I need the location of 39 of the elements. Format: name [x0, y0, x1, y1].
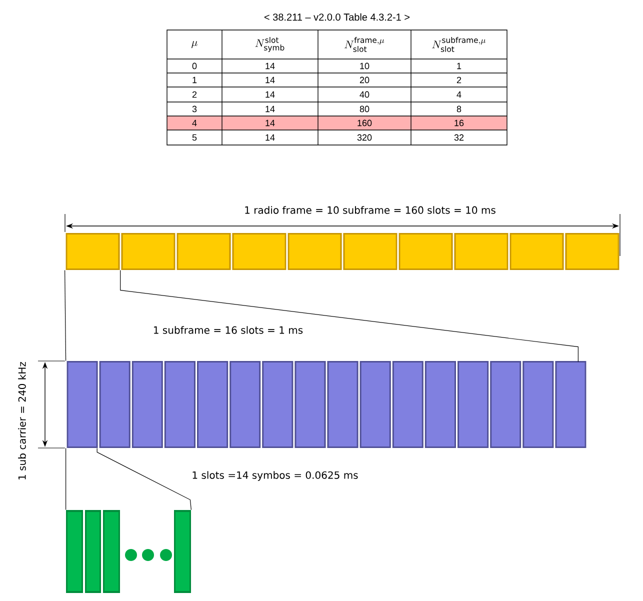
table-cell: 40: [360, 91, 370, 98]
table-cell: 80: [360, 106, 370, 112]
table-cell: 320: [357, 134, 372, 141]
column-header: $\mu$: [192, 40, 198, 48]
zoom-line: [120, 270, 578, 362]
table-cell: 14: [266, 91, 275, 98]
column-header: $N^{\mathrm{slot}}_{\mathrm{symb}}$: [255, 37, 284, 52]
table-cell: 20: [360, 76, 370, 84]
table-cell: 1: [457, 62, 462, 70]
table-cell: 3: [192, 106, 197, 112]
symbol-blocks-drawing: [66, 510, 191, 593]
table-cell: 4: [192, 120, 197, 126]
table-cell: 14: [266, 120, 275, 126]
table-cell: 14: [266, 76, 275, 84]
table-cell: 1: [192, 76, 197, 84]
table-cell: 160: [358, 120, 372, 126]
table-cell: 4: [456, 91, 462, 98]
table-cell: 5: [192, 134, 197, 141]
table-cell: 0: [192, 62, 197, 70]
dimension-label: 1 radio frame = 10 subframe = 160 slots = 10 ms: [245, 206, 496, 214]
annotation-text: 1 slots =14 symbos = 0.0625 ms: [192, 471, 358, 481]
zoom-line: [64, 270, 66, 362]
dimension-label: 1 sub carrier = 240 kHz: [18, 362, 26, 480]
annotation-text: 1 subframe = 16 slots = 1 ms: [154, 326, 303, 334]
subframe-blocks-drawing: [66, 233, 620, 270]
table-cell: 16: [454, 120, 464, 126]
table-cell: 2: [456, 76, 462, 84]
column-header: $N^{\mathrm{frame},\mu}_{\mathrm{slot}}$: [344, 37, 384, 52]
table-cell: 10: [360, 62, 370, 70]
table-cell: 32: [454, 134, 464, 141]
column-header: $N^{\mathrm{subframe},\mu}_{\mathrm{slot}}$: [432, 37, 486, 52]
table-cell: 2: [192, 91, 197, 98]
table-title: < 38.211 – v2.0.0 Table 4.3.2-1 >: [264, 13, 410, 21]
zoom-line: [96, 448, 192, 510]
table-cell: 14: [266, 62, 275, 70]
table-cell: 14: [266, 106, 275, 112]
table-cell: 14: [266, 134, 275, 141]
table-cell: 8: [456, 106, 462, 112]
slot-blocks-drawing: [66, 361, 586, 448]
